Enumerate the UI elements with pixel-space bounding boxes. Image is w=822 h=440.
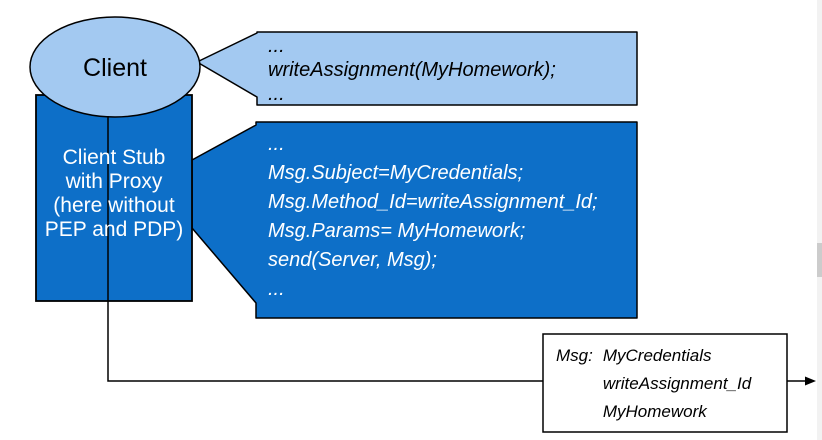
client-ellipse bbox=[29, 16, 201, 118]
app-code-callout-shape bbox=[196, 31, 638, 106]
code-line: ... bbox=[268, 83, 285, 105]
code-line: Msg.Params= MyHomework; bbox=[268, 220, 526, 242]
code-line: writeAssignment(MyHomework); bbox=[268, 59, 556, 81]
message-flow-line bbox=[107, 116, 543, 382]
scrollbar-thumb[interactable] bbox=[817, 243, 822, 277]
code-line: Msg.Method_Id=writeAssignment_Id; bbox=[268, 191, 598, 213]
stub-code-callout-shape bbox=[191, 121, 638, 319]
code-line: send(Server, Msg); bbox=[268, 249, 437, 271]
code-line: ... bbox=[268, 35, 285, 57]
client-label: Client bbox=[83, 54, 147, 82]
scrollbar-track[interactable] bbox=[817, 0, 822, 440]
message-box: Msg: MyCredentials writeAssignment_Id My… bbox=[543, 334, 787, 432]
message-box-shape bbox=[542, 333, 788, 433]
client-stub-label: Client Stub with Proxy (here without PEP… bbox=[44, 146, 184, 241]
message-box-values: MyCredentials writeAssignment_Id MyHomew… bbox=[602, 346, 752, 421]
arrowhead-icon bbox=[805, 376, 816, 386]
code-line: ... bbox=[268, 133, 285, 155]
stub-code-callout-text: ... Msg.Subject=MyCredentials; Msg.Metho… bbox=[268, 130, 630, 304]
app-code-callout-text: ... writeAssignment(MyHomework); ... bbox=[268, 34, 630, 106]
message-box-label: Msg: bbox=[556, 346, 593, 365]
code-line: ... bbox=[268, 278, 285, 300]
code-line: Msg.Subject=MyCredentials; bbox=[268, 162, 524, 184]
client-stub-box bbox=[35, 94, 193, 302]
